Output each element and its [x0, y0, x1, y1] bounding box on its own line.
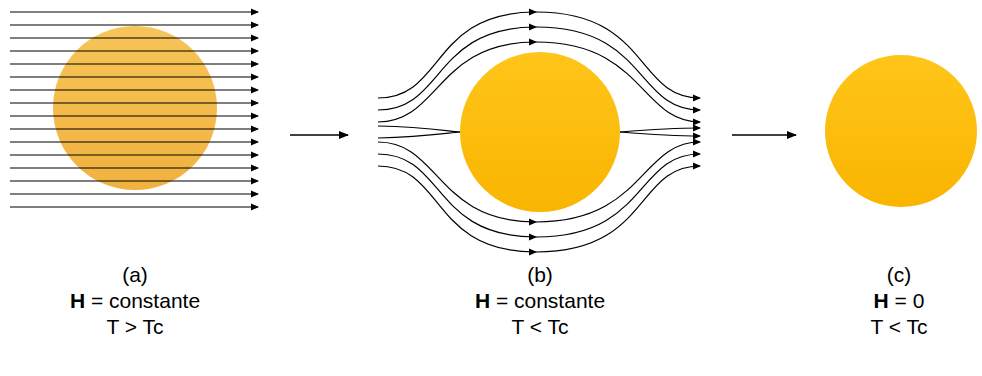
- condition-text: T > Tc: [4, 314, 266, 340]
- panel-label: (b): [372, 262, 708, 288]
- sphere-panel: (a)H = constanteT > Tc: [4, 20, 266, 340]
- condition-text: T < Tc: [820, 314, 978, 340]
- panel-label: (c): [820, 262, 978, 288]
- condition-text: T < Tc: [372, 314, 708, 340]
- sphere: [460, 52, 620, 212]
- transition-arrow: [732, 134, 796, 135]
- panel-label: (a): [4, 262, 266, 288]
- condition-text: H = constante: [372, 288, 708, 314]
- field-lines: [10, 12, 258, 207]
- condition-text: H = 0: [820, 288, 978, 314]
- sphere-panel: (b)H = constanteT < Tc: [372, 20, 708, 340]
- condition-text: H = constante: [4, 288, 266, 314]
- sphere-panel: (c)H = 0T < Tc: [820, 20, 978, 340]
- field-lines: [378, 12, 700, 252]
- sphere: [825, 55, 977, 207]
- transition-arrow: [290, 134, 348, 135]
